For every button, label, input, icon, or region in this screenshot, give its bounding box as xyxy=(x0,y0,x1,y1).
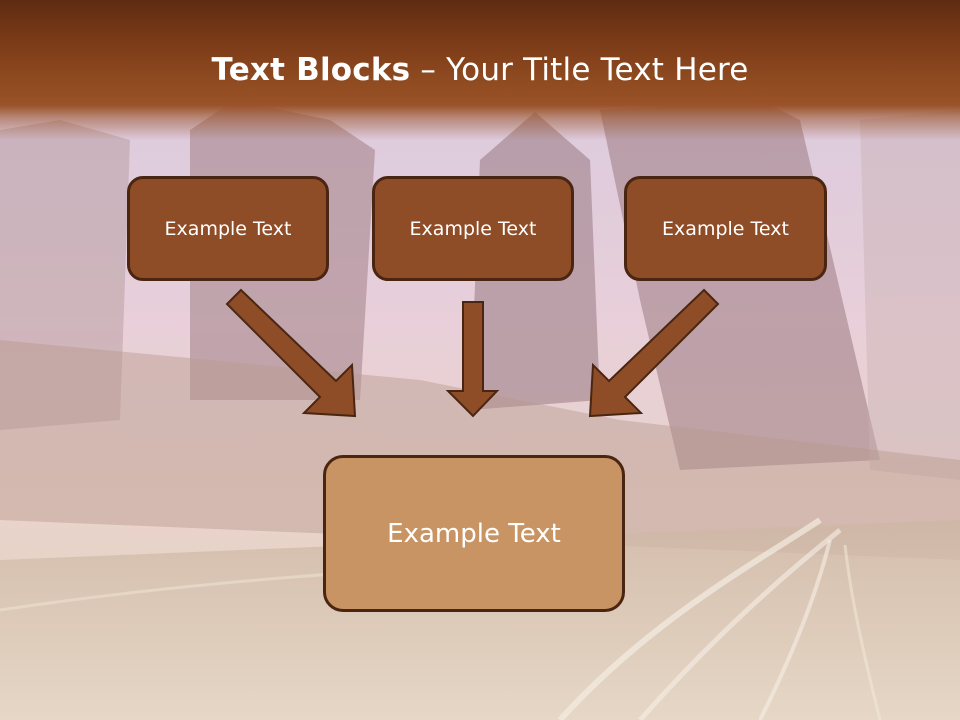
arrow-center-down xyxy=(445,301,500,418)
text-block-label: Example Text xyxy=(409,217,537,240)
title-bold: Text Blocks xyxy=(211,52,411,88)
text-block-main[interactable]: Example Text xyxy=(323,455,625,612)
slide-title: Text Blocks – Your Title Text Here xyxy=(0,52,960,88)
title-rest: Your Title Text Here xyxy=(446,52,749,88)
title-bar xyxy=(0,0,960,140)
text-block-top-right[interactable]: Example Text xyxy=(624,176,827,281)
arrow-left-diagonal xyxy=(225,288,357,418)
arrow-right-diagonal xyxy=(588,288,720,418)
text-block-main-label: Example Text xyxy=(387,518,561,549)
title-separator: – xyxy=(410,52,447,88)
text-block-top-left[interactable]: Example Text xyxy=(127,176,329,281)
text-block-label: Example Text xyxy=(164,217,292,240)
text-block-label: Example Text xyxy=(662,217,789,240)
text-block-top-center[interactable]: Example Text xyxy=(372,176,574,281)
